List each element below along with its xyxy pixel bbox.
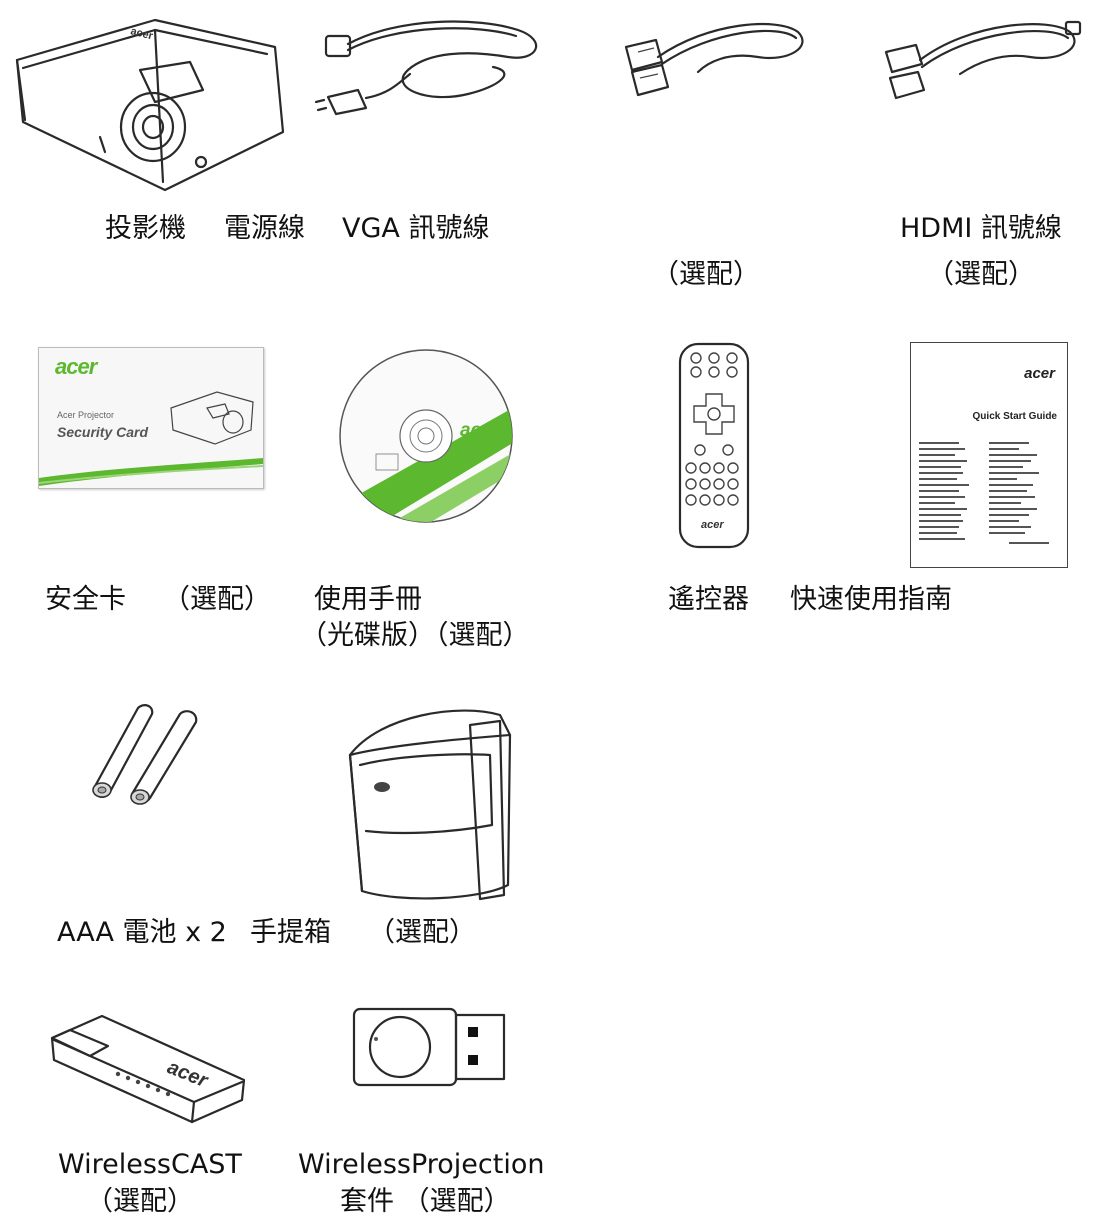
wirelessprojection-label: WirelessProjection <box>298 1149 545 1180</box>
user-manual-label: 使用手冊 <box>314 584 422 615</box>
security-card-logo: acer <box>55 354 97 379</box>
carry-case-optional-label: （選配） <box>368 917 476 948</box>
security-card-subtitle: Acer Projector <box>57 410 115 420</box>
security-card-label: 安全卡 <box>45 584 126 615</box>
batteries-illustration <box>92 704 198 805</box>
user-manual-sub-label: （光碟版）（選配） <box>300 620 530 651</box>
remote-control-illustration: acer <box>678 342 750 549</box>
cd-logo: acer <box>460 420 501 441</box>
hdmi-cable-illustration <box>884 20 1082 100</box>
quick-start-guide-illustration: acer Quick Start Guide <box>910 342 1068 568</box>
hdmi-optional-label: （選配） <box>927 259 1035 290</box>
projector-illustration: acer <box>15 18 285 192</box>
power-cord-label: 電源線 <box>224 213 305 244</box>
quick-guide-text-lines <box>919 442 1049 544</box>
security-card-optional-label: （選配） <box>163 584 271 615</box>
batteries-label: AAA 電池 x 2 <box>57 917 227 948</box>
wirelessprojection-illustration <box>352 1007 506 1087</box>
projector-logo: acer <box>129 25 155 42</box>
wirelesscast-label: WirelessCAST <box>58 1149 242 1180</box>
hdmi-cable-label: HDMI 訊號線 <box>900 213 1062 244</box>
vga-cable-label: VGA 訊號線 <box>342 213 490 244</box>
vga-cable-illustration <box>624 23 804 97</box>
carry-case-illustration <box>348 709 512 901</box>
power-cord-illustration <box>314 20 538 116</box>
wirelesscast-illustration: acer <box>50 1014 246 1124</box>
security-card-title: Security Card <box>57 424 149 440</box>
quick-guide-logo: acer <box>1024 365 1055 382</box>
wirelesscast-optional-label: （選配） <box>86 1186 194 1217</box>
vga-optional-label: （選配） <box>652 259 760 290</box>
security-card-illustration: acer Acer Projector Security Card <box>38 347 264 489</box>
quick-guide-label: 快速使用指南 <box>790 584 952 615</box>
quick-guide-title: Quick Start Guide <box>972 411 1057 422</box>
carry-case-label: 手提箱 <box>250 917 331 948</box>
remote-logo: acer <box>701 519 724 531</box>
remote-label: 遙控器 <box>668 584 749 615</box>
projector-label: 投影機 <box>105 213 186 244</box>
user-manual-cd-illustration: acer <box>339 349 513 523</box>
security-card-green-stripe <box>39 458 263 486</box>
security-card-projector-icon <box>170 391 254 445</box>
wirelessprojection-sub-label: 套件 （選配） <box>340 1186 511 1217</box>
